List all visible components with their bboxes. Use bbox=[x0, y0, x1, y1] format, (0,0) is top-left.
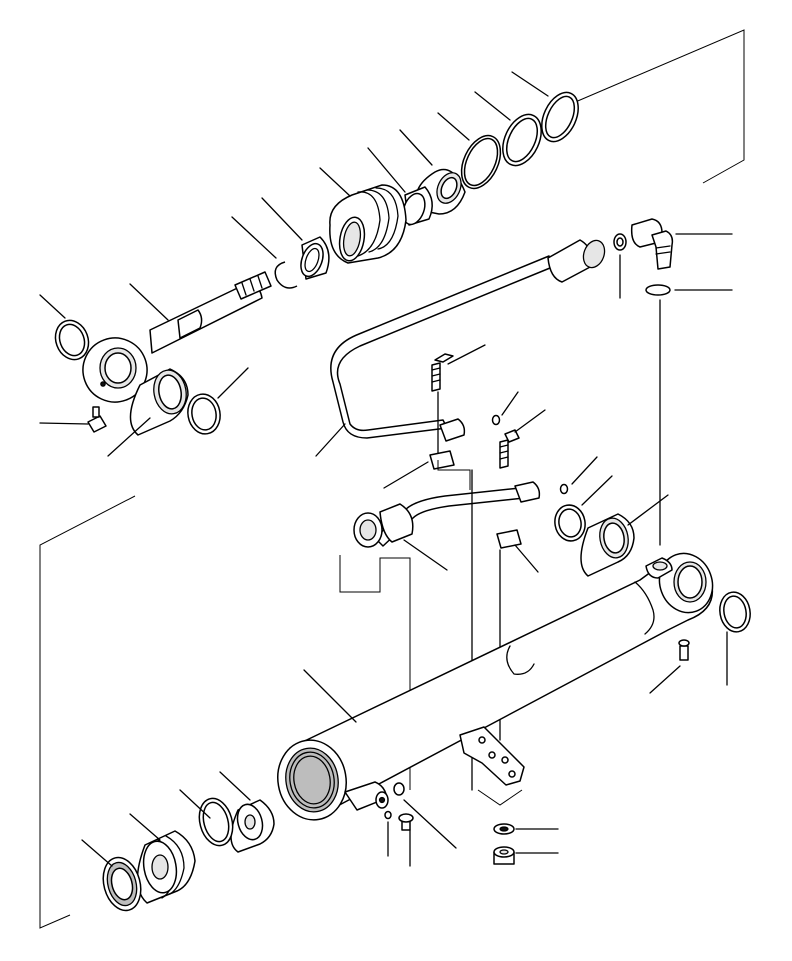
grease-fitting-bottom bbox=[649, 639, 690, 694]
backup-ring bbox=[474, 91, 542, 167]
piston-nut bbox=[219, 771, 275, 853]
snap-ring bbox=[231, 216, 298, 289]
elbow-fitting bbox=[613, 218, 733, 299]
fitting-o-ring bbox=[491, 391, 519, 426]
washer bbox=[493, 823, 559, 835]
plug-o-ring bbox=[384, 810, 392, 857]
rod-eye-bushing bbox=[54, 319, 90, 361]
port-o-ring bbox=[393, 782, 457, 849]
bottom-pin-seal bbox=[719, 591, 751, 686]
flange-o-ring bbox=[645, 284, 733, 546]
nut bbox=[493, 846, 559, 865]
grease-fitting-rod bbox=[39, 406, 107, 433]
head-o-ring bbox=[511, 71, 579, 143]
bottom-seal bbox=[554, 475, 613, 542]
rod-pin-bushing bbox=[107, 368, 189, 457]
cylinder-tube bbox=[277, 552, 714, 821]
rod-eye-seal bbox=[187, 367, 249, 435]
piston-rod bbox=[39, 271, 272, 354]
plug bbox=[398, 813, 414, 867]
lower-tube bbox=[339, 481, 541, 790]
wear-ring bbox=[179, 789, 234, 847]
rod-eye bbox=[82, 337, 148, 403]
mounting-bracket bbox=[459, 726, 525, 806]
upper-tube bbox=[315, 239, 606, 457]
fitting-o-ring-2 bbox=[559, 456, 598, 495]
rod-seal-ring bbox=[261, 197, 330, 280]
hose-fitting bbox=[431, 344, 486, 461]
rod-bearing bbox=[367, 147, 433, 226]
lower-group-bracket bbox=[39, 495, 136, 929]
tube-port bbox=[344, 781, 389, 811]
piston-seal bbox=[81, 839, 142, 912]
cylinder-head bbox=[319, 167, 407, 264]
hose-fitting-2 bbox=[499, 409, 546, 469]
tube-clamp bbox=[383, 450, 471, 490]
upper-group-bracket bbox=[572, 29, 745, 184]
piston bbox=[129, 813, 196, 904]
head-seal-ring bbox=[437, 112, 502, 190]
bottom-bushing bbox=[580, 494, 669, 577]
